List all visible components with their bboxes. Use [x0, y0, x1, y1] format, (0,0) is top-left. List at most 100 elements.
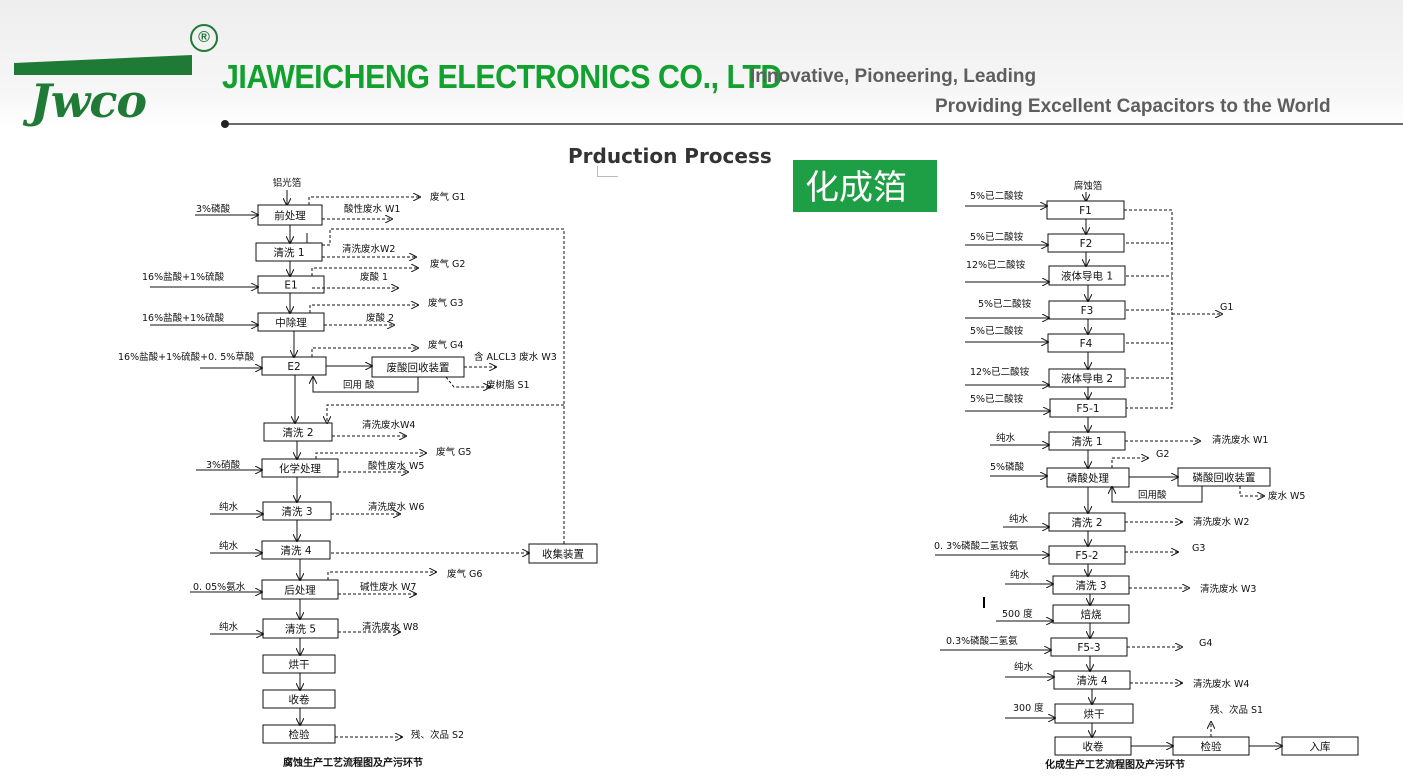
- tagline-primary: Innovative, Pioneering, Leading: [750, 66, 1037, 87]
- form-input-9: 纯水: [1009, 513, 1029, 525]
- etch-output-12: 废气 G5: [436, 446, 471, 458]
- etch-output-8: 含 ALCL3 废水 W3: [474, 351, 557, 363]
- company-name: JIAWEICHENG ELECTRONICS CO., LTD: [222, 58, 782, 95]
- form-output-0: G1: [1220, 302, 1233, 313]
- form-input-13: 0.3%磷酸二氢氨: [946, 635, 1018, 647]
- etch-caption: 腐蚀生产工艺流程图及产污环节: [283, 756, 423, 769]
- registered-mark: ®: [190, 24, 218, 52]
- etch-step-8: 清洗 3: [281, 505, 312, 518]
- etch-output-7: 废气 G4: [428, 339, 463, 351]
- form-input-3: 5%已二酸铵: [978, 298, 1032, 310]
- etch-step-12: 清洗 5: [285, 623, 316, 636]
- form-output-3: 废水 W5: [1268, 490, 1305, 502]
- form-output-4: 回用酸: [1138, 489, 1167, 501]
- form-input-7: 纯水: [996, 432, 1016, 444]
- form-input-1: 5%已二酸铵: [970, 231, 1024, 243]
- etch-recovery-return: [313, 377, 419, 393]
- text-cursor: [983, 597, 985, 608]
- title-underline-mark: [597, 166, 618, 177]
- etch-output-0: 废气 G1: [430, 191, 465, 203]
- form-step-10: 清洗 2: [1071, 516, 1102, 529]
- form-output-5: 清洗废水 W2: [1193, 516, 1249, 528]
- formation-flow-chart: 腐蚀箔F1F2液体导电 1F3F4液体导电 2F5-1清洗 1磷酸处理磷酸回收装…: [934, 180, 1359, 771]
- etch-input-3: 16%盐酸+1%硫酸+0. 5%草酸: [118, 351, 255, 363]
- etch-output-2: 清洗废水W2: [342, 243, 395, 255]
- etch-output-18: 残、次品 S2: [411, 729, 464, 741]
- form-recovery-return: [1112, 486, 1203, 503]
- form-step-3: F3: [1081, 305, 1094, 317]
- company-logo: Jwco: [30, 74, 147, 128]
- form-step-11: F5-2: [1075, 550, 1098, 562]
- etch-input-8: 纯水: [219, 621, 239, 633]
- divider-dot: [221, 120, 229, 128]
- form-step-9: 磷酸回收装置: [1193, 471, 1256, 484]
- form-output-1: 清洗废水 W1: [1212, 434, 1268, 446]
- form-step-2: 液体导电 1: [1061, 270, 1113, 283]
- etch-input-1: 16%盐酸+1%硫酸: [142, 271, 225, 283]
- form-step-1: F2: [1080, 238, 1093, 250]
- etch-output-arrow-0: [308, 197, 420, 205]
- form-start-label: 腐蚀箔: [1074, 180, 1103, 192]
- form-output-9: 清洗废水 W4: [1193, 678, 1249, 690]
- form-step-0: F1: [1079, 205, 1092, 217]
- etch-step-0: 前处理: [274, 209, 306, 222]
- etch-output-5: 废气 G3: [428, 297, 463, 309]
- etch-output-arrow-12: [315, 453, 426, 459]
- form-step-4: F4: [1080, 338, 1093, 350]
- etch-output-9: 回用 酸: [343, 379, 375, 391]
- form-step-14: F5-3: [1077, 642, 1100, 654]
- form-output-arrow-3: [1239, 486, 1264, 496]
- formation-foil-label-text: 化成箔: [805, 168, 907, 208]
- form-output-arrow-2: [1111, 458, 1148, 468]
- etch-step-15: 检验: [289, 728, 310, 741]
- form-input-14: 纯水: [1014, 661, 1034, 673]
- etch-input-7: 0. 05%氨水: [193, 581, 246, 593]
- form-input-6: 5%已二酸铵: [970, 393, 1024, 405]
- form-step-16: 烘干: [1084, 709, 1105, 721]
- etch-input-5: 纯水: [219, 501, 239, 513]
- form-step-6: F5-1: [1076, 403, 1099, 415]
- form-input-5: 12%已二酸铵: [970, 366, 1030, 378]
- etch-output-15: 废气 G6: [447, 568, 482, 580]
- etch-output-arrow-5: [309, 305, 418, 313]
- form-output-6: G3: [1192, 543, 1205, 554]
- etch-output-4: 废酸 1: [360, 271, 388, 283]
- form-input-2: 12%已二酸铵: [966, 259, 1026, 271]
- form-step-17: 收卷: [1083, 740, 1105, 753]
- etch-output-arrow-15: [327, 572, 436, 580]
- form-output-10: 残、次品 S1: [1210, 704, 1263, 716]
- form-step-13: 焙烧: [1081, 608, 1103, 621]
- form-input-4: 5%已二酸铵: [970, 325, 1024, 337]
- form-output-8: G4: [1199, 638, 1212, 649]
- etch-step-2: E1: [284, 280, 297, 292]
- form-step-12: 清洗 3: [1075, 579, 1106, 592]
- etch-resin-out: [445, 376, 490, 387]
- etch-collector-return: [322, 228, 565, 544]
- etch-step-1: 清洗 1: [273, 246, 304, 259]
- etch-step-14: 收卷: [289, 693, 310, 706]
- etch-output-arrow-3: [311, 268, 418, 276]
- form-input-10: 0. 3%磷酸二氢铵氨: [934, 540, 1019, 552]
- form-gas-rail: [1124, 209, 1173, 409]
- etch-start-label: 铝光箔: [273, 177, 302, 189]
- form-step-15: 清洗 4: [1076, 674, 1107, 687]
- form-input-12: 500 度: [1002, 608, 1033, 620]
- form-output-7: 清洗废水 W3: [1200, 583, 1256, 595]
- etch-step-5: 废酸回收装置: [387, 361, 450, 374]
- etch-step-7: 化学处理: [279, 462, 321, 475]
- form-step-18: 检验: [1201, 740, 1223, 753]
- header-divider: [226, 123, 1403, 125]
- etch-input-6: 纯水: [219, 540, 239, 552]
- etch-step-9: 清洗 4: [280, 544, 311, 557]
- page-title: Prduction Process: [568, 144, 772, 168]
- form-output-2: G2: [1156, 449, 1169, 460]
- header-banner: Jwco ® JIAWEICHENG ELECTRONICS CO., LTD …: [0, 0, 1403, 130]
- etch-input-0: 3%磷酸: [196, 203, 231, 215]
- etch-output-6: 废酸 2: [366, 312, 394, 324]
- etch-step-13: 烘干: [289, 659, 310, 671]
- etch-output-10: 废树脂 S1: [486, 379, 530, 391]
- form-input-15: 300 度: [1013, 702, 1044, 714]
- etch-output-16: 碱性废水 W7: [360, 581, 416, 593]
